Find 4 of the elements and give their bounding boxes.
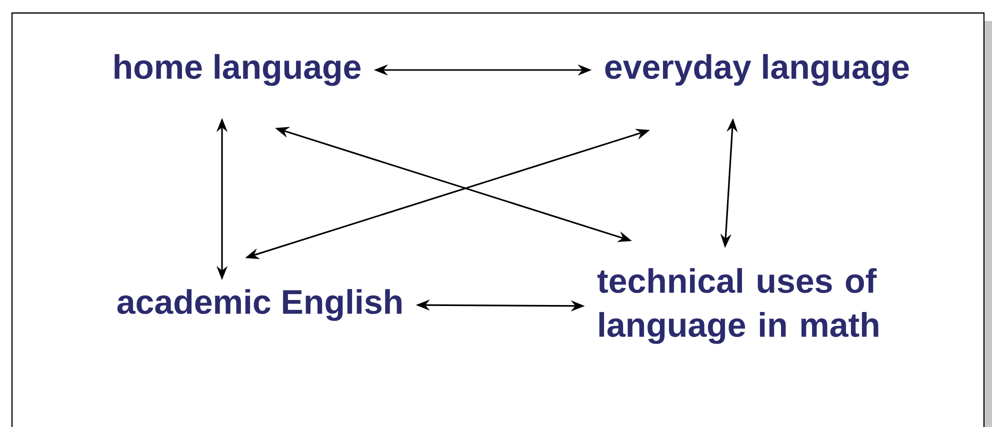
node-label: everyday language	[605, 54, 909, 86]
node-label: academic English	[117, 289, 402, 321]
node-label: technical uses of language in math	[597, 268, 878, 344]
node-label: home language	[114, 54, 361, 86]
